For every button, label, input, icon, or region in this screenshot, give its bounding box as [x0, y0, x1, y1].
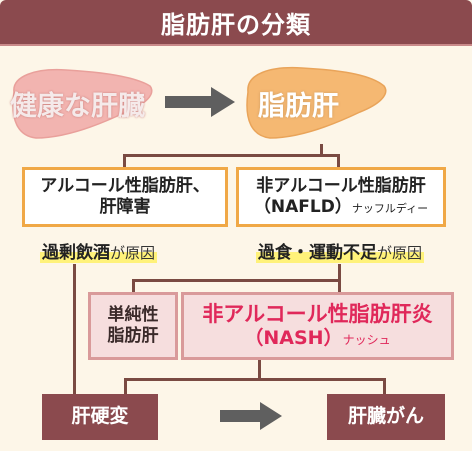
nash-line2: （NASH）ナッシュ: [244, 327, 390, 351]
fatty-liver-label: 脂肪肝: [258, 91, 339, 122]
connector-line: [124, 378, 386, 381]
connector-line: [258, 360, 261, 380]
nafld-line2: （NAFLD）ナッフルディー: [254, 197, 428, 218]
title-bar: 脂肪肝の分類: [0, 0, 472, 44]
connector-line: [123, 154, 126, 168]
liver-cancer-box: 肝臓がん: [327, 394, 445, 440]
nafld-line1: 非アルコール性脂肪肝: [256, 175, 426, 196]
title-rule: [0, 44, 472, 46]
nafld-reading: ナッフルディー: [351, 202, 429, 215]
simple-line1: 単純性: [107, 304, 159, 325]
fatty-liver-icon: [246, 66, 387, 139]
connector-line: [123, 154, 339, 157]
cause-nafld-suffix: が原因: [377, 244, 423, 262]
cause-alcohol-main: 過剰飲酒: [42, 243, 110, 263]
connector-line: [320, 144, 323, 156]
cirrhosis-box: 肝硬変: [42, 394, 158, 440]
alcoholic-line1: アルコール性脂肪肝、: [40, 175, 210, 196]
nafld-box: 非アルコール性脂肪肝 （NAFLD）ナッフルディー: [236, 167, 446, 227]
nash-box: 非アルコール性脂肪肝炎 （NASH）ナッシュ: [181, 292, 454, 360]
simple-line2: 脂肪肝: [107, 326, 159, 346]
connector-line: [338, 264, 341, 280]
nafld-abbrev: （NAFLD）: [253, 197, 352, 217]
nash-line1: 非アルコール性脂肪肝炎: [202, 302, 433, 326]
connector-line: [132, 279, 341, 282]
connector-line: [337, 154, 340, 168]
connector-line: [338, 279, 341, 293]
cause-nafld-main: 過食・運動不足: [258, 243, 377, 263]
cause-alcohol-suffix: が原因: [110, 244, 156, 262]
page-title: 脂肪肝の分類: [161, 10, 311, 39]
connector-line: [73, 264, 76, 394]
cause-alcohol-label: 過剰飲酒が原因: [40, 238, 158, 263]
cirrhosis-label: 肝硬変: [71, 405, 129, 428]
arrow-right-icon: [165, 87, 235, 117]
healthy-liver-label: 健康な肝臓: [10, 91, 145, 122]
connector-line: [124, 378, 127, 394]
nash-abbrev: （NASH）: [244, 327, 343, 350]
alcoholic-line2: 肝障害: [99, 197, 151, 217]
simple-fatty-liver-box: 単純性 脂肪肝: [88, 292, 178, 360]
arrow-right-icon: [220, 402, 282, 430]
alcoholic-fatty-liver-box: アルコール性脂肪肝、 肝障害: [22, 167, 228, 227]
liver-cancer-label: 肝臓がん: [347, 405, 424, 428]
connector-line: [132, 279, 135, 293]
healthy-liver-icon: [12, 68, 153, 139]
connector-line: [383, 378, 386, 394]
nash-reading: ナッシュ: [342, 333, 391, 348]
cause-nafld-label: 過食・運動不足が原因: [256, 238, 425, 263]
